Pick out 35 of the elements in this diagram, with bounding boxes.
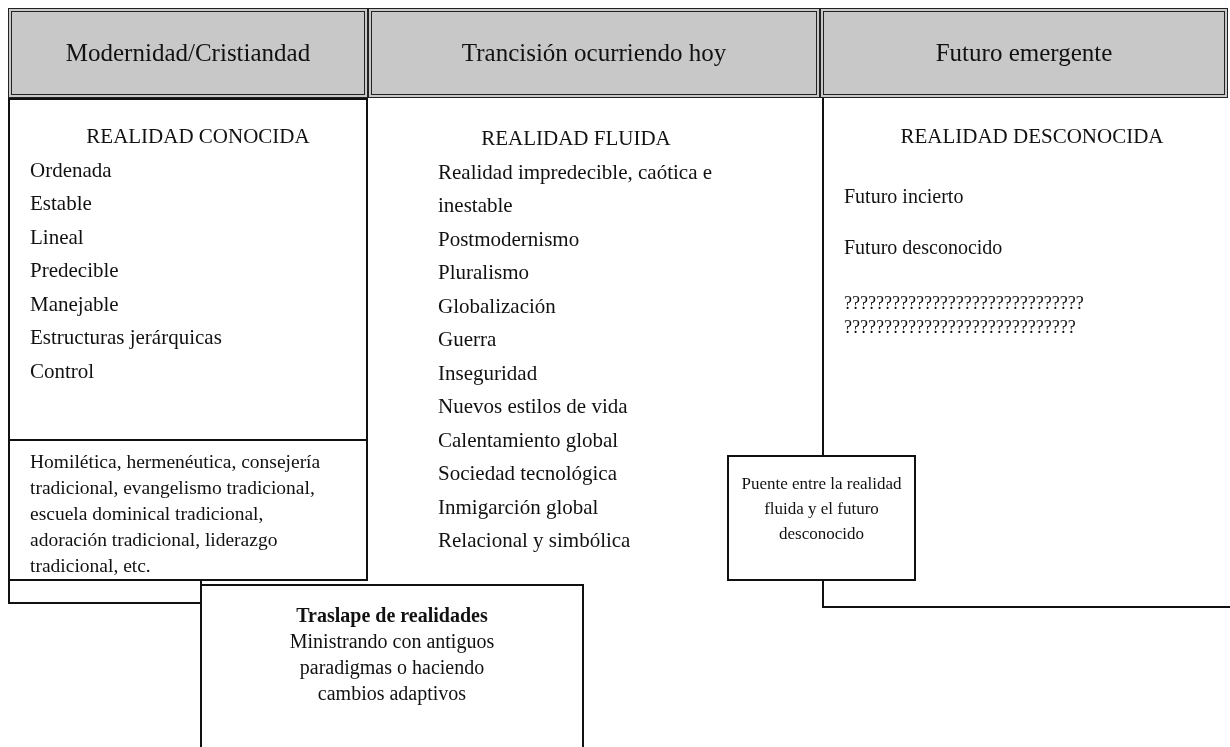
list-item: Ordenada xyxy=(30,156,113,184)
body-text: Puente entre la realidad fluida y el futuro desconocido xyxy=(740,473,903,545)
list-item: Postmodernismo xyxy=(438,225,581,253)
text-box xyxy=(727,455,916,581)
column-header: Futuro emergente xyxy=(820,8,1228,98)
list-item: Calentamiento global xyxy=(438,426,620,454)
column-panel xyxy=(8,98,368,441)
list-item: Pluralismo xyxy=(438,259,530,286)
body-text: Ministrando con antiguos paradigmas o haciendo cambios adaptivos xyxy=(288,629,496,706)
list-item: Inseguridad xyxy=(438,359,539,387)
list-item: Predecible xyxy=(30,257,120,284)
column-header: Trancisión ocurriendo hoy xyxy=(368,8,820,98)
list-item: Nuevos estilos de vida xyxy=(438,393,629,420)
list-item: Futuro incierto xyxy=(844,183,965,209)
heading-text: REALIDAD DESCONOCIDA xyxy=(899,123,1165,150)
list-item: ????????????????????????????? xyxy=(844,315,1077,339)
heading-text: REALIDAD CONOCIDA xyxy=(85,123,311,150)
list-item: ?????????????????????????????? xyxy=(844,291,1085,315)
body-text: Homilética, hermenéutica, consejería tradicional, evangelismo tradicional, escuela dominical tradicional, adoración tradicional, liderazgo tradicional, etc. xyxy=(30,450,322,578)
list-item: Relacional y simbólica xyxy=(438,527,632,554)
column-header: Modernidad/Cristiandad xyxy=(8,8,368,98)
heading-text: REALIDAD FLUIDA xyxy=(480,125,672,152)
list-item: Estructuras jerárquicas xyxy=(30,324,223,351)
list-item: Realidad impredecible, caótica e inestable xyxy=(438,158,714,219)
list-item: Globalización xyxy=(438,292,557,320)
heading-text: Traslape de realidades xyxy=(295,603,489,628)
text-box xyxy=(200,584,584,747)
column-panel xyxy=(8,439,368,581)
list-item: Manejable xyxy=(30,290,120,318)
list-item: Estable xyxy=(30,190,93,217)
list-item: Inmigarción global xyxy=(438,493,600,521)
list-item: Futuro desconocido xyxy=(844,235,1004,260)
list-item: Guerra xyxy=(438,326,498,353)
list-item: Control xyxy=(30,357,96,385)
list-item: Lineal xyxy=(30,223,85,251)
